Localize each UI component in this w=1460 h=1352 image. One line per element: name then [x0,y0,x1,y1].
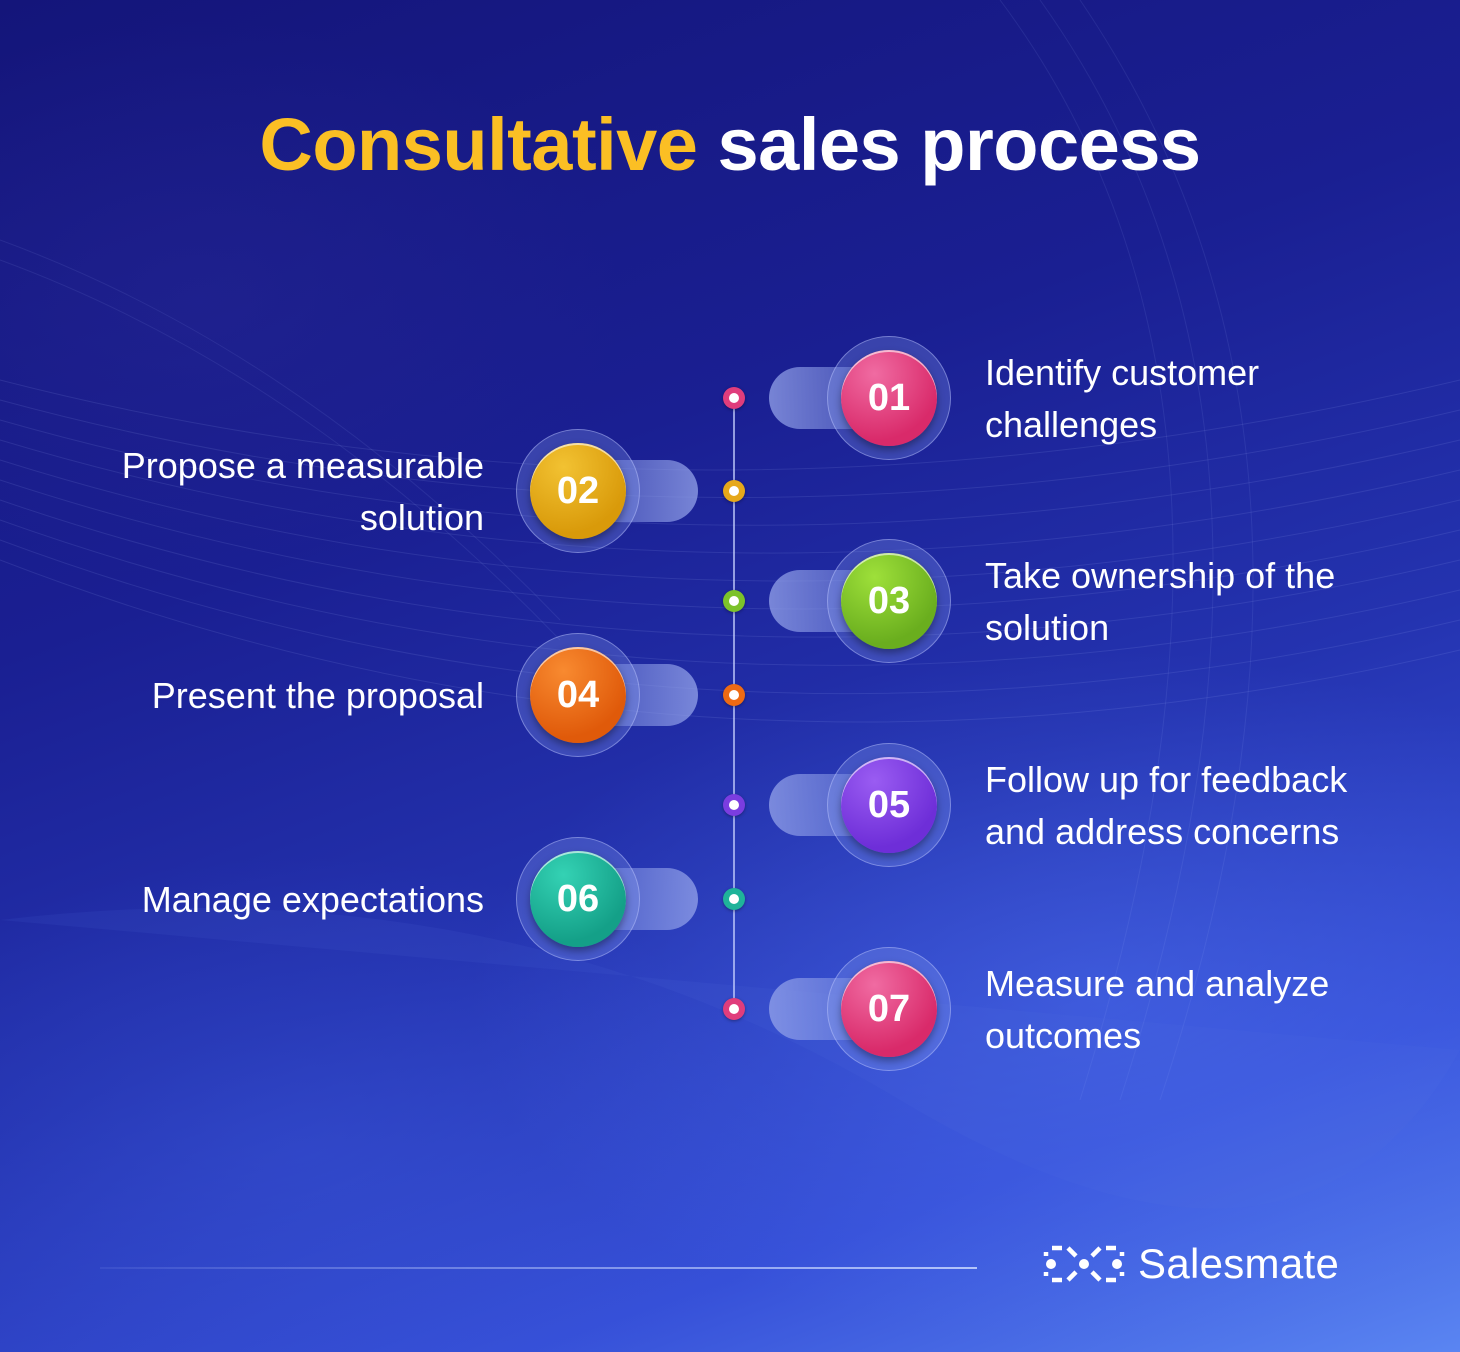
step-label-05: Follow up for feedback and address conce… [985,754,1347,858]
step-label-06: Manage expectations [142,874,484,926]
step-label-04: Present the proposal [152,670,484,722]
timeline-dot-05 [723,794,745,816]
label-line: Take ownership of the [985,555,1336,596]
label-line: Present the proposal [151,675,484,716]
timeline-dot-03 [723,590,745,612]
salesmate-logo-icon [1043,1245,1125,1283]
title-accent: Consultative [259,103,698,186]
timeline-dot-01 [723,387,745,409]
brand-name: Salesmate [1138,1240,1340,1287]
label-line: challenges [985,404,1158,445]
timeline-dot-06 [723,888,745,910]
step-number-badge: 06 [530,851,626,947]
step-number-badge: 04 [530,647,626,743]
label-line: Measure and analyze [985,963,1330,1004]
step-number-badge: 02 [530,443,626,539]
step-node-02: 02 [516,429,698,553]
step-node-04: 04 [516,633,698,757]
step-node-03: 03 [769,539,951,663]
label-line: Propose a measurable [121,445,484,486]
step-label-02: Propose a measurable solution [122,440,484,544]
label-line: solution [359,497,484,538]
page-title: Consultative sales process [0,102,1460,187]
step-label-07: Measure and analyze outcomes [985,958,1329,1062]
step-node-05: 05 [769,743,951,867]
step-node-06: 06 [516,837,698,961]
label-line: Manage expectations [141,879,484,920]
step-number-badge: 07 [841,961,937,1057]
label-line: Identify customer [985,352,1260,393]
brand-logo: Salesmate [1042,1240,1339,1288]
step-label-03: Take ownership of the solution [985,550,1335,654]
timeline-dot-07 [723,998,745,1020]
step-node-01: 01 [769,336,951,460]
footer-divider [100,1267,977,1269]
title-rest: sales process [697,103,1202,186]
step-node-07: 07 [769,947,951,1071]
label-line: solution [985,607,1110,648]
timeline-dot-02 [723,480,745,502]
label-line: outcomes [985,1015,1142,1056]
label-line: Follow up for feedback [985,759,1348,800]
timeline-dot-04 [723,684,745,706]
step-number-badge: 05 [841,757,937,853]
step-label-01: Identify customer challenges [985,347,1259,451]
label-line: and address concerns [985,811,1340,852]
step-number-badge: 03 [841,553,937,649]
step-number-badge: 01 [841,350,937,446]
